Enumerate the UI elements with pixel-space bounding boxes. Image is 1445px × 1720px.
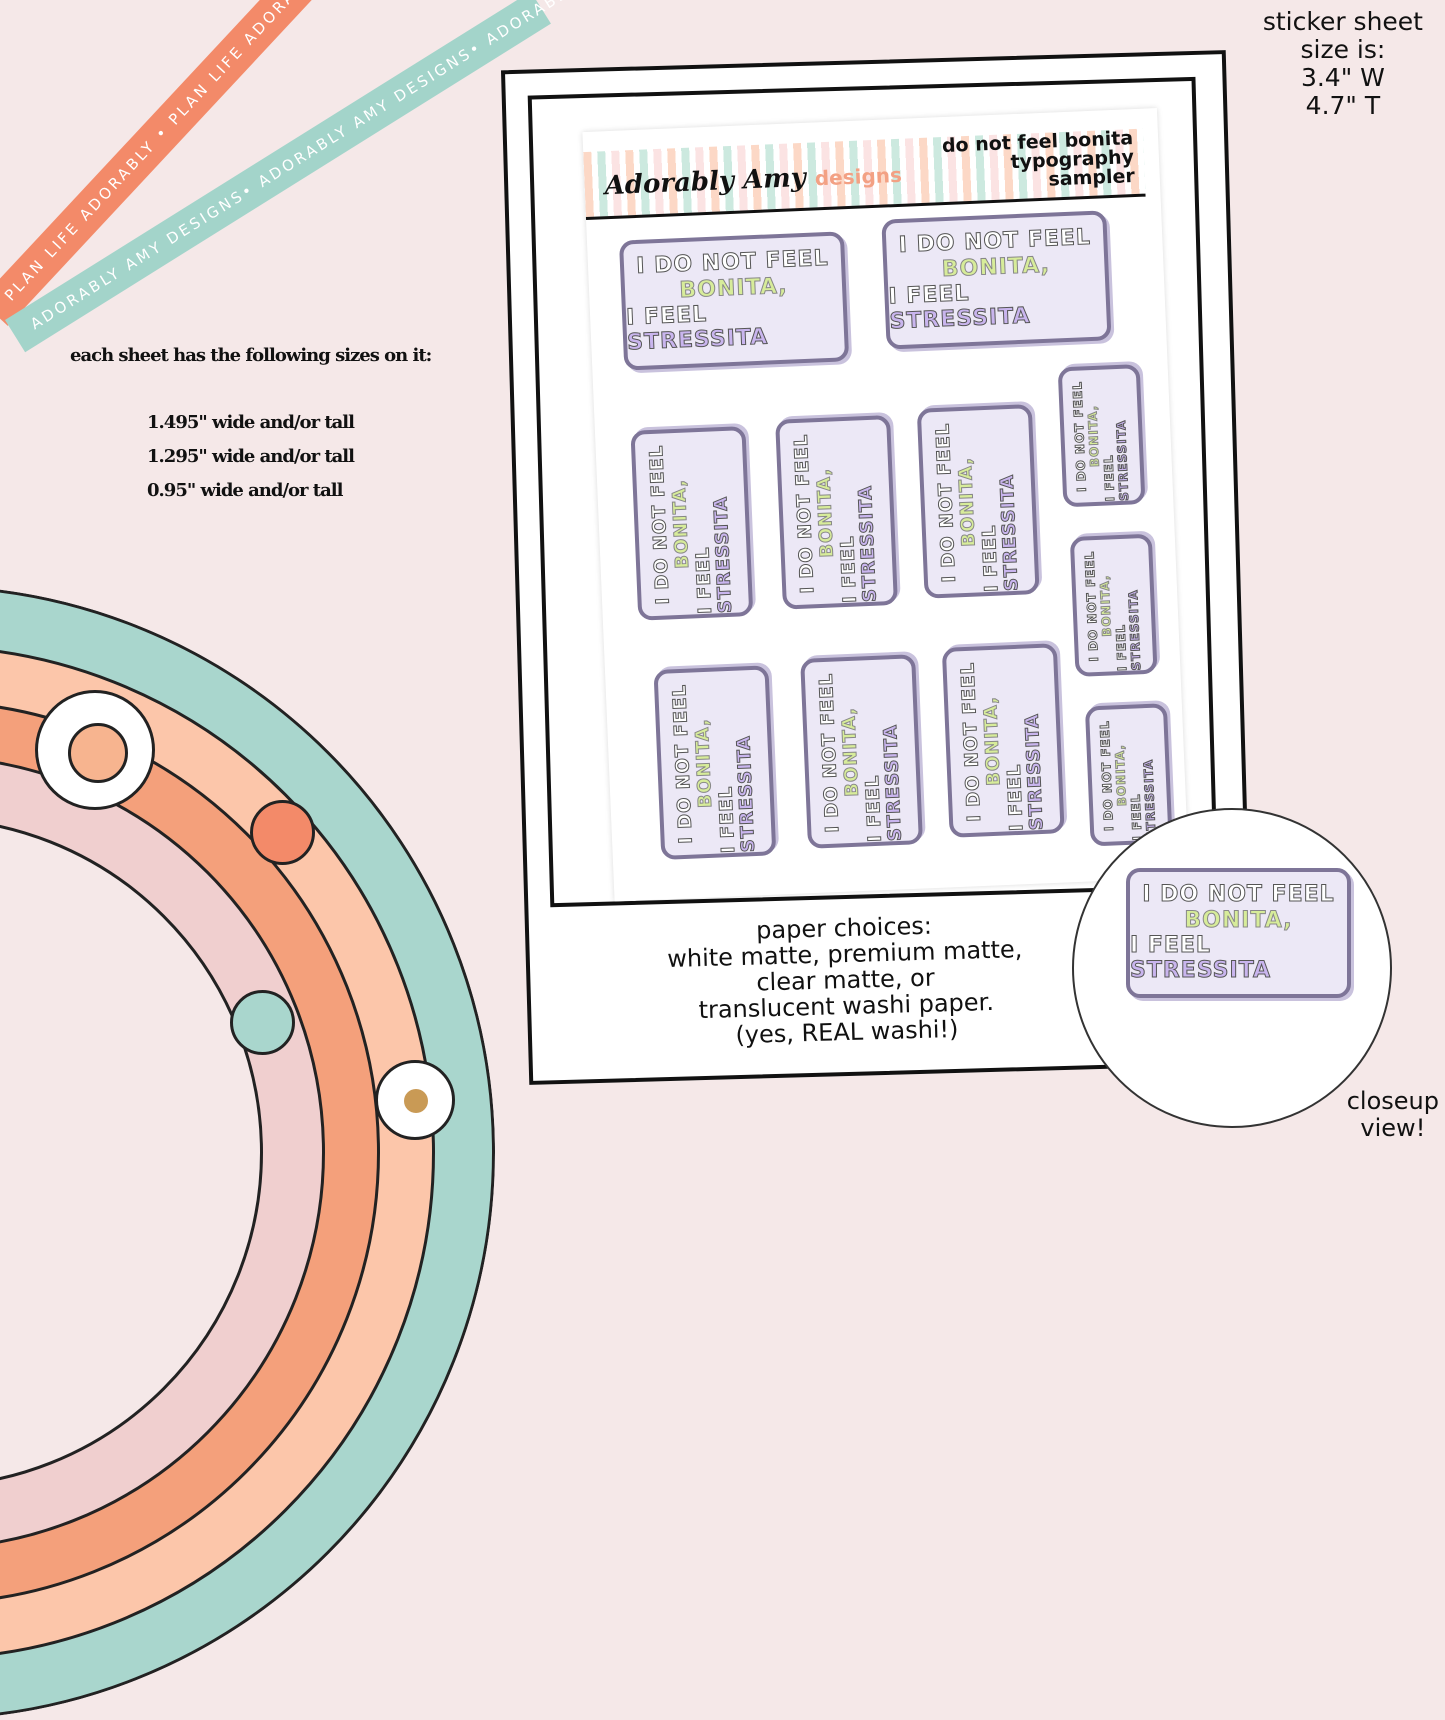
sticker-line: I FEEL STRESSITA: [691, 495, 736, 615]
ribbon-plan-life-adorably: PLAN LIFE ADORABLY • PLAN LIFE ADORABLY …: [0, 0, 488, 326]
size-item: 0.95" wide and/or tall: [147, 480, 343, 501]
sticker-line: I FEEL STRESSITA: [1129, 933, 1272, 984]
sheet-size-line: 3.4" W: [1300, 63, 1385, 92]
sheet-size-label: sticker sheet size is: 3.4" W 4.7" T: [1263, 8, 1423, 120]
sheet-size-line: sticker sheet: [1262, 7, 1423, 36]
sheet-size-line: 4.7" T: [1305, 91, 1381, 120]
sticker-line: I DO NOT FEEL: [1142, 882, 1335, 908]
flower-icon: [250, 800, 315, 865]
sticker-line: I FEEL STRESSITA: [888, 281, 1032, 336]
sticker-line: I FEEL STRESSITA: [1101, 419, 1132, 502]
brand-logo: Adorably Amy designs: [604, 162, 903, 202]
sticker-line: I FEEL STRESSITA: [835, 484, 881, 604]
sticker-line: I FEEL STRESSITA: [1113, 589, 1144, 672]
sticker-line: I FEEL STRESSITA: [861, 723, 906, 843]
sheet-size-line: size is:: [1300, 35, 1386, 64]
ribbon-adorably-amy-designs: ADORABLY AMY DESIGNS• ADORABLY AMY DESIG…: [5, 0, 703, 353]
paper-choices: paper choices:white matte, premium matte…: [666, 911, 1023, 1050]
sizes-heading: each sheet has the following sizes on it…: [70, 345, 432, 366]
sticker-line: I FEEL STRESSITA: [1128, 758, 1159, 841]
flower-icon: [375, 1060, 455, 1140]
smiley-flower-icon: [35, 690, 155, 810]
sizes-info: each sheet has the following sizes on it…: [50, 345, 470, 514]
flower-icon: [230, 990, 295, 1055]
size-item: 1.495" wide and/or tall: [147, 412, 355, 433]
sticker-line: BONITA,: [1184, 907, 1293, 933]
sticker-line: I FEEL STRESSITA: [977, 473, 1023, 593]
sticker-line: I FEEL STRESSITA: [1002, 712, 1048, 832]
sticker-line: I FEEL STRESSITA: [714, 734, 759, 854]
sticker-line: I FEEL STRESSITA: [625, 302, 769, 357]
size-item: 1.295" wide and/or tall: [147, 446, 355, 467]
